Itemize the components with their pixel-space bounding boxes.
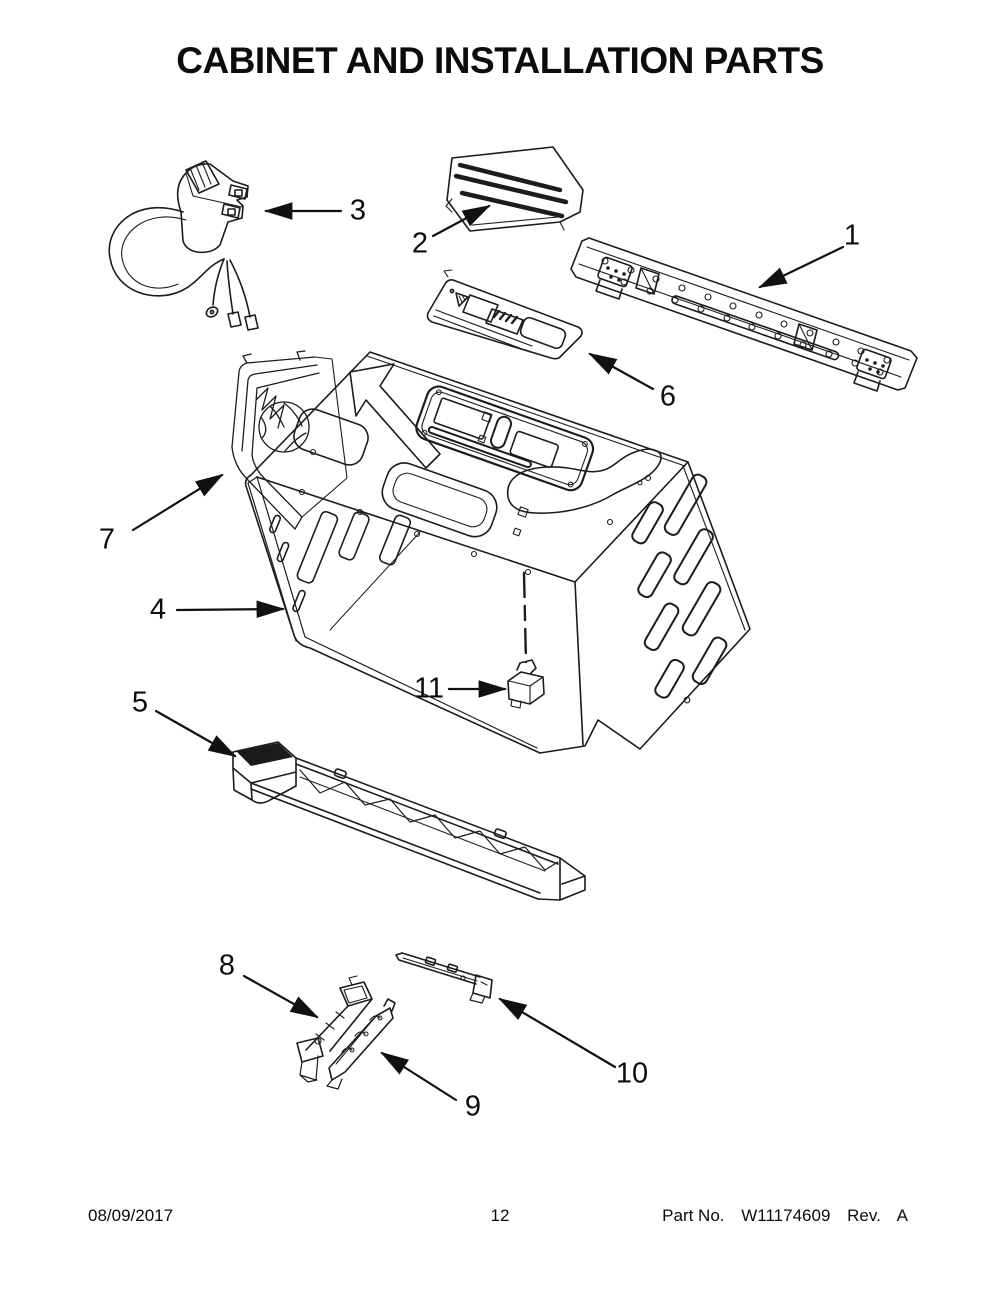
- callout-label-11: 11: [413, 672, 445, 705]
- callout-label-9: 9: [464, 1090, 482, 1123]
- rev-value: A: [896, 1206, 908, 1225]
- part-11-clip: [508, 660, 544, 708]
- part-number: W11174609: [741, 1206, 831, 1225]
- part-1-mounting-rail: [571, 238, 917, 391]
- callout-label-3: 3: [349, 194, 367, 227]
- callout-label-7: 7: [98, 523, 116, 556]
- callout-label-5: 5: [131, 686, 149, 719]
- page-title: CABINET AND INSTALLATION PARTS: [176, 40, 824, 81]
- callout-label-6: 6: [659, 380, 677, 413]
- arrow-8: [244, 976, 319, 1017]
- arrow-10: [498, 997, 615, 1067]
- callout-arrows: [133, 202, 843, 1100]
- arrow-2: [433, 206, 491, 236]
- callout-label-2: 2: [411, 227, 429, 260]
- arrow-1: [758, 247, 843, 287]
- rev-label: Rev.: [847, 1206, 881, 1225]
- part-7-vent-damper: [232, 351, 347, 529]
- part-6-mounting-plate: [428, 270, 583, 359]
- part-3-power-cord: [109, 161, 258, 330]
- callout-label-1: 1: [843, 219, 861, 252]
- part-8-support-bracket: [297, 976, 372, 1082]
- part-no-label: Part No.: [662, 1206, 725, 1225]
- arrow-7: [133, 473, 224, 530]
- arrow-9: [380, 1051, 456, 1100]
- footer-date: 08/09/2017: [88, 1206, 174, 1225]
- callout-label-4: 4: [149, 593, 167, 626]
- part-10-rail-bracket: [396, 953, 492, 1003]
- part-4-cabinet-wrapper: [246, 352, 750, 753]
- part-9-support-bracket: [327, 999, 395, 1089]
- callout-label-8: 8: [218, 949, 236, 982]
- part-5-bottom-trim: [233, 742, 585, 900]
- arrow-6: [588, 354, 653, 389]
- part-2-vent-deflector: [446, 147, 583, 231]
- arrow-5: [156, 711, 237, 756]
- callout-label-10: 10: [615, 1057, 649, 1090]
- arrow-4: [177, 600, 286, 619]
- footer-page-number: 12: [490, 1206, 510, 1225]
- footer-part-info: Part No. W11174609 Rev. A: [662, 1206, 908, 1226]
